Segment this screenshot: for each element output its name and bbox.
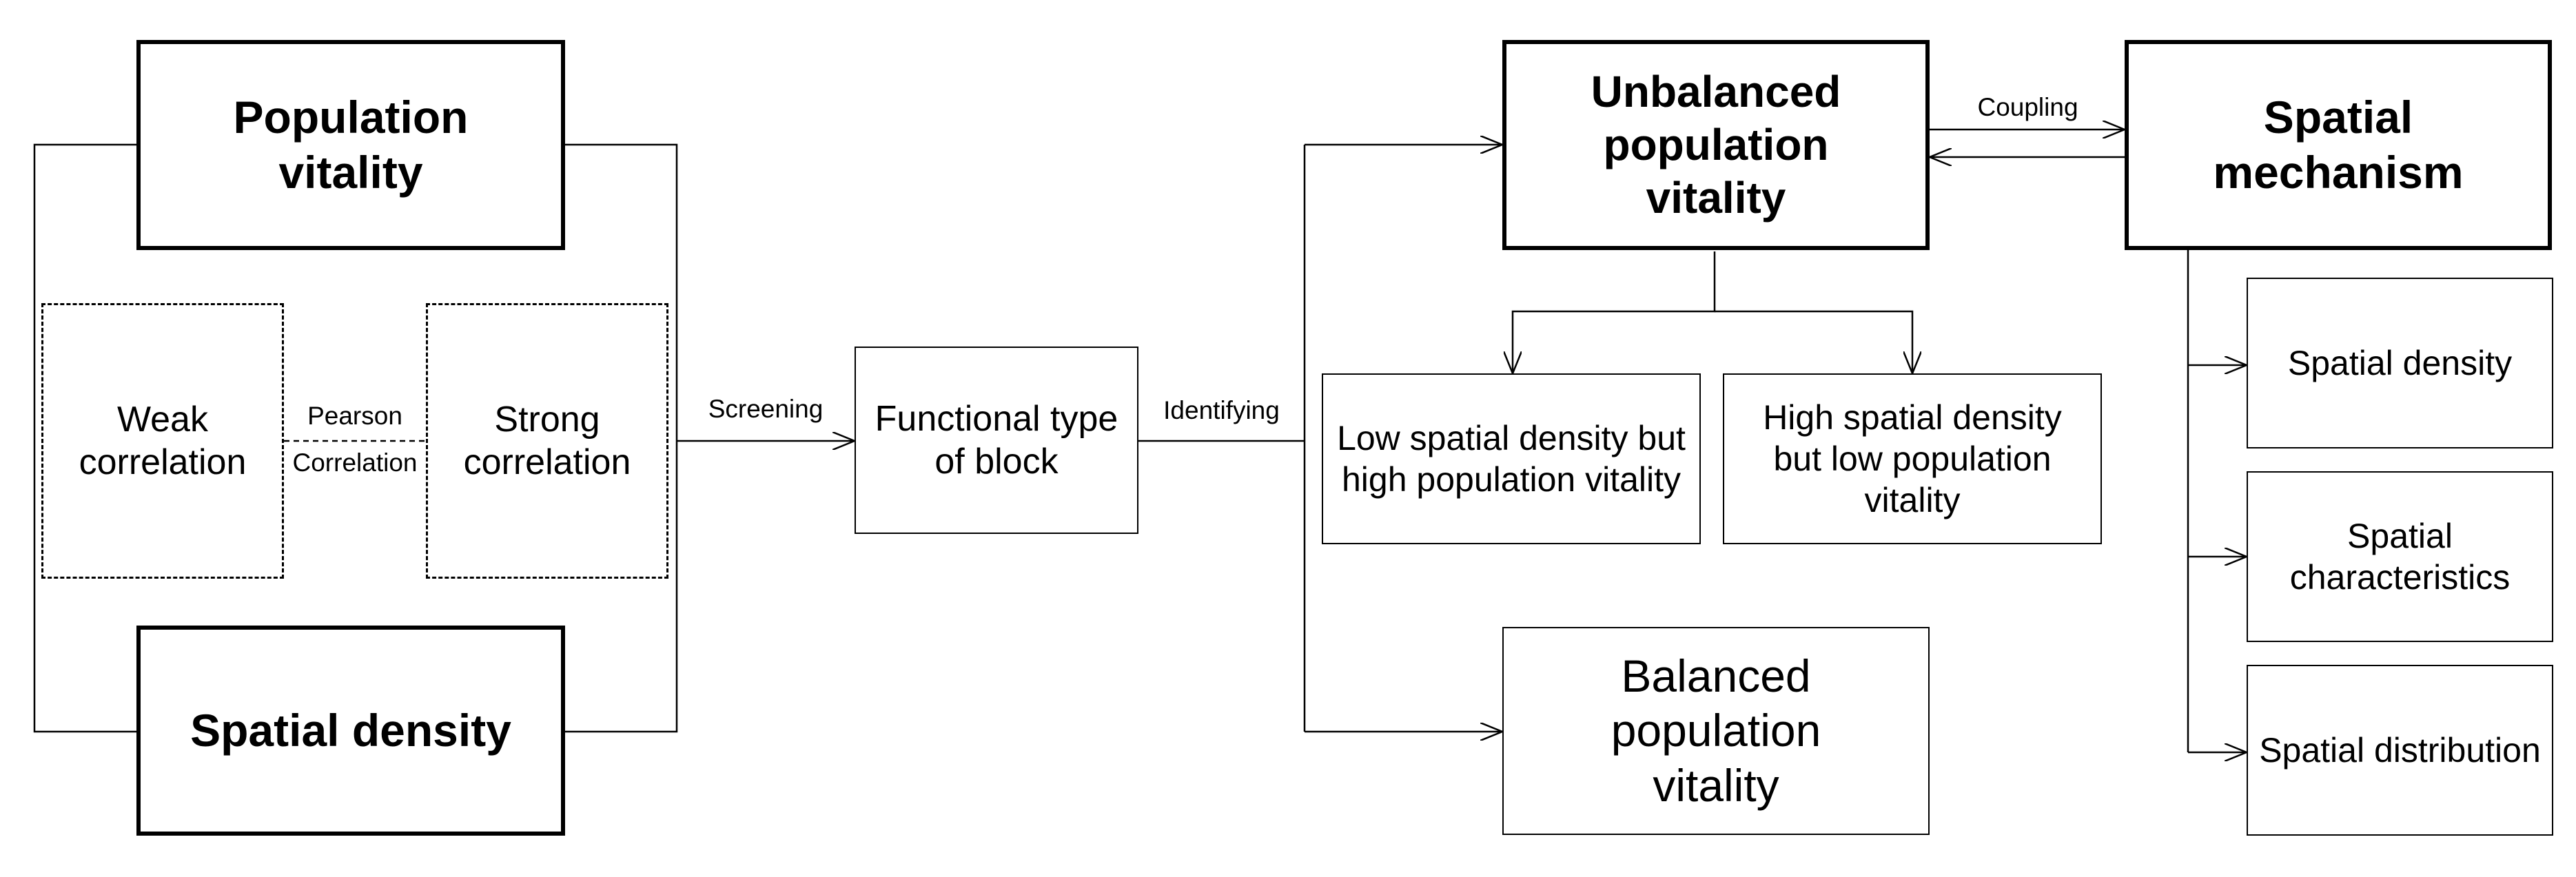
unbalanced-vitality-label: Unbalanced population vitality <box>1591 67 1841 223</box>
strong-correlation-label: Strong correlation <box>463 399 631 482</box>
strong-correlation-box: Strong correlation <box>426 303 668 579</box>
weak-correlation-label: Weak correlation <box>79 399 247 482</box>
spatial-density-main-box: Spatial density <box>136 626 565 836</box>
spatial-density-main-label: Spatial density <box>190 704 511 756</box>
high-density-low-vitality-box: High spatial density but low population … <box>1723 373 2102 544</box>
correlation-edge-label: Correlation <box>292 448 418 477</box>
mech-spatial-characteristics-box: Spatial characteristics <box>2247 471 2553 642</box>
unbalanced-split-right <box>1715 310 1912 373</box>
unbalanced-vitality-box: Unbalanced population vitality <box>1502 40 1930 250</box>
balanced-vitality-box: Balanced population vitality <box>1502 627 1930 835</box>
high-density-low-vitality-label: High spatial density but low population … <box>1763 398 2062 519</box>
unbalanced-split-line <box>1513 251 1716 373</box>
functional-type-label: Functional type of block <box>875 398 1118 482</box>
mech-spatial-characteristics-label: Spatial characteristics <box>2289 517 2511 597</box>
spatial-mechanism-label: Spatial mechanism <box>2213 92 2464 198</box>
spatial-mechanism-box: Spatial mechanism <box>2125 40 2552 250</box>
mech-spatial-density-label: Spatial density <box>2287 344 2513 382</box>
population-vitality-box: Population vitality <box>136 40 565 250</box>
low-density-high-vitality-box: Low spatial density but high population … <box>1322 373 1701 544</box>
low-density-high-vitality-label: Low spatial density but high population … <box>1337 419 1686 499</box>
population-vitality-label: Population vitality <box>233 92 469 198</box>
pearson-edge-label: Pearson <box>307 402 402 430</box>
screening-edge-label: Screening <box>708 395 824 423</box>
weak-correlation-box: Weak correlation <box>41 303 284 579</box>
right-bracket-line <box>565 143 678 733</box>
coupling-edge-label: Coupling <box>1977 93 2078 121</box>
mech-spatial-distribution-box: Spatial distribution <box>2247 665 2553 836</box>
mech-spatial-distribution-label: Spatial distribution <box>2259 731 2541 770</box>
identifying-edge-label: Identifying <box>1163 396 1280 424</box>
mech-spatial-density-box: Spatial density <box>2247 278 2553 448</box>
balanced-vitality-label: Balanced population vitality <box>1611 650 1821 811</box>
functional-type-box: Functional type of block <box>855 347 1138 534</box>
left-bracket-line <box>33 143 141 733</box>
